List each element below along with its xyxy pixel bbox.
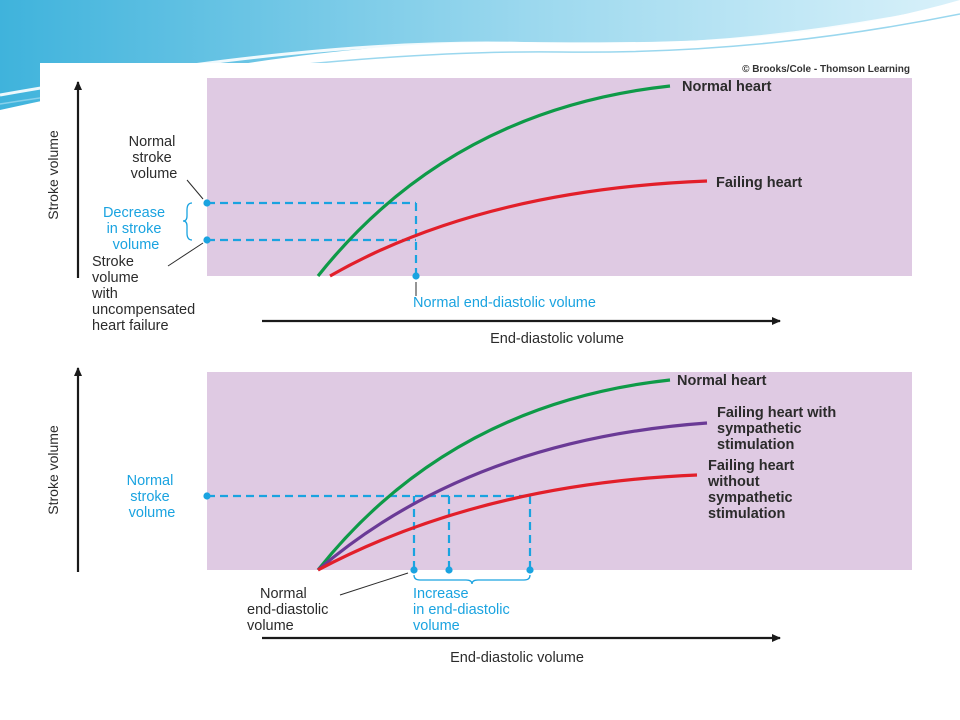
top-plot-area: [207, 78, 912, 276]
top-normal-sv-label: Normal stroke volume: [129, 134, 180, 182]
top-normal-edv-label: Normal end-diastolic volume: [413, 295, 596, 311]
top-uncompensated-leader: [167, 242, 204, 267]
credit-text: © Brooks/Cole - Thomson Learning: [742, 64, 910, 75]
top-failing-heart-curve: [329, 179, 708, 278]
bottom-normal-heart-curve: [316, 378, 671, 571]
bottom-dot-edv-failing: [526, 566, 534, 574]
bottom-dot-edv-normal: [410, 566, 418, 574]
bottom-x-axis-title: End-diastolic volume: [450, 650, 584, 666]
bottom-normal-edv-leader: [339, 572, 409, 596]
top-normal-sv-leader: [186, 179, 204, 200]
bottom-sympathetic-label: Failing heart with sympathetic stimulati…: [717, 405, 840, 453]
bottom-increase-bracket: [413, 574, 531, 585]
bottom-increase-edv-label: Increase in end-diastolic volume: [413, 586, 514, 634]
top-decrease-bracket: [182, 202, 193, 241]
top-y-axis-title: Stroke volume: [45, 130, 61, 220]
bottom-normal-sv-label: Normal stroke volume: [127, 473, 178, 521]
top-dot-normal-edv: [412, 272, 420, 280]
top-dot-decreased-sv: [203, 236, 211, 244]
top-x-axis-title: End-diastolic volume: [490, 331, 624, 347]
bottom-failing-heart-label: Failing heart without sympathetic stimul…: [707, 458, 798, 522]
top-panel: Stroke volume End-diastolic volume Norma…: [45, 78, 912, 347]
top-dot-normal-sv: [203, 199, 211, 207]
top-failing-heart-label: Failing heart: [716, 175, 802, 191]
bottom-normal-heart-label: Normal heart: [677, 373, 767, 389]
bottom-dot-edv-sympathetic: [445, 566, 453, 574]
bottom-failing-heart-curve: [317, 473, 698, 572]
top-normal-heart-curve: [316, 84, 671, 277]
top-uncompensated-sv-label: Stroke volume with uncompensated heart f…: [91, 254, 199, 334]
bottom-plot-area: [207, 372, 912, 570]
bottom-sympathetic-curve: [316, 421, 708, 572]
top-decrease-sv-label: Decrease in stroke volume: [103, 205, 169, 253]
bottom-y-axis-title: Stroke volume: [45, 425, 61, 515]
bottom-dot-normal-sv: [203, 492, 211, 500]
bottom-panel: Stroke volume End-diastolic volume Norma…: [45, 367, 912, 666]
top-normal-heart-label: Normal heart: [682, 79, 772, 95]
bottom-normal-edv-label: Normal end-diastolic volume: [247, 586, 332, 634]
